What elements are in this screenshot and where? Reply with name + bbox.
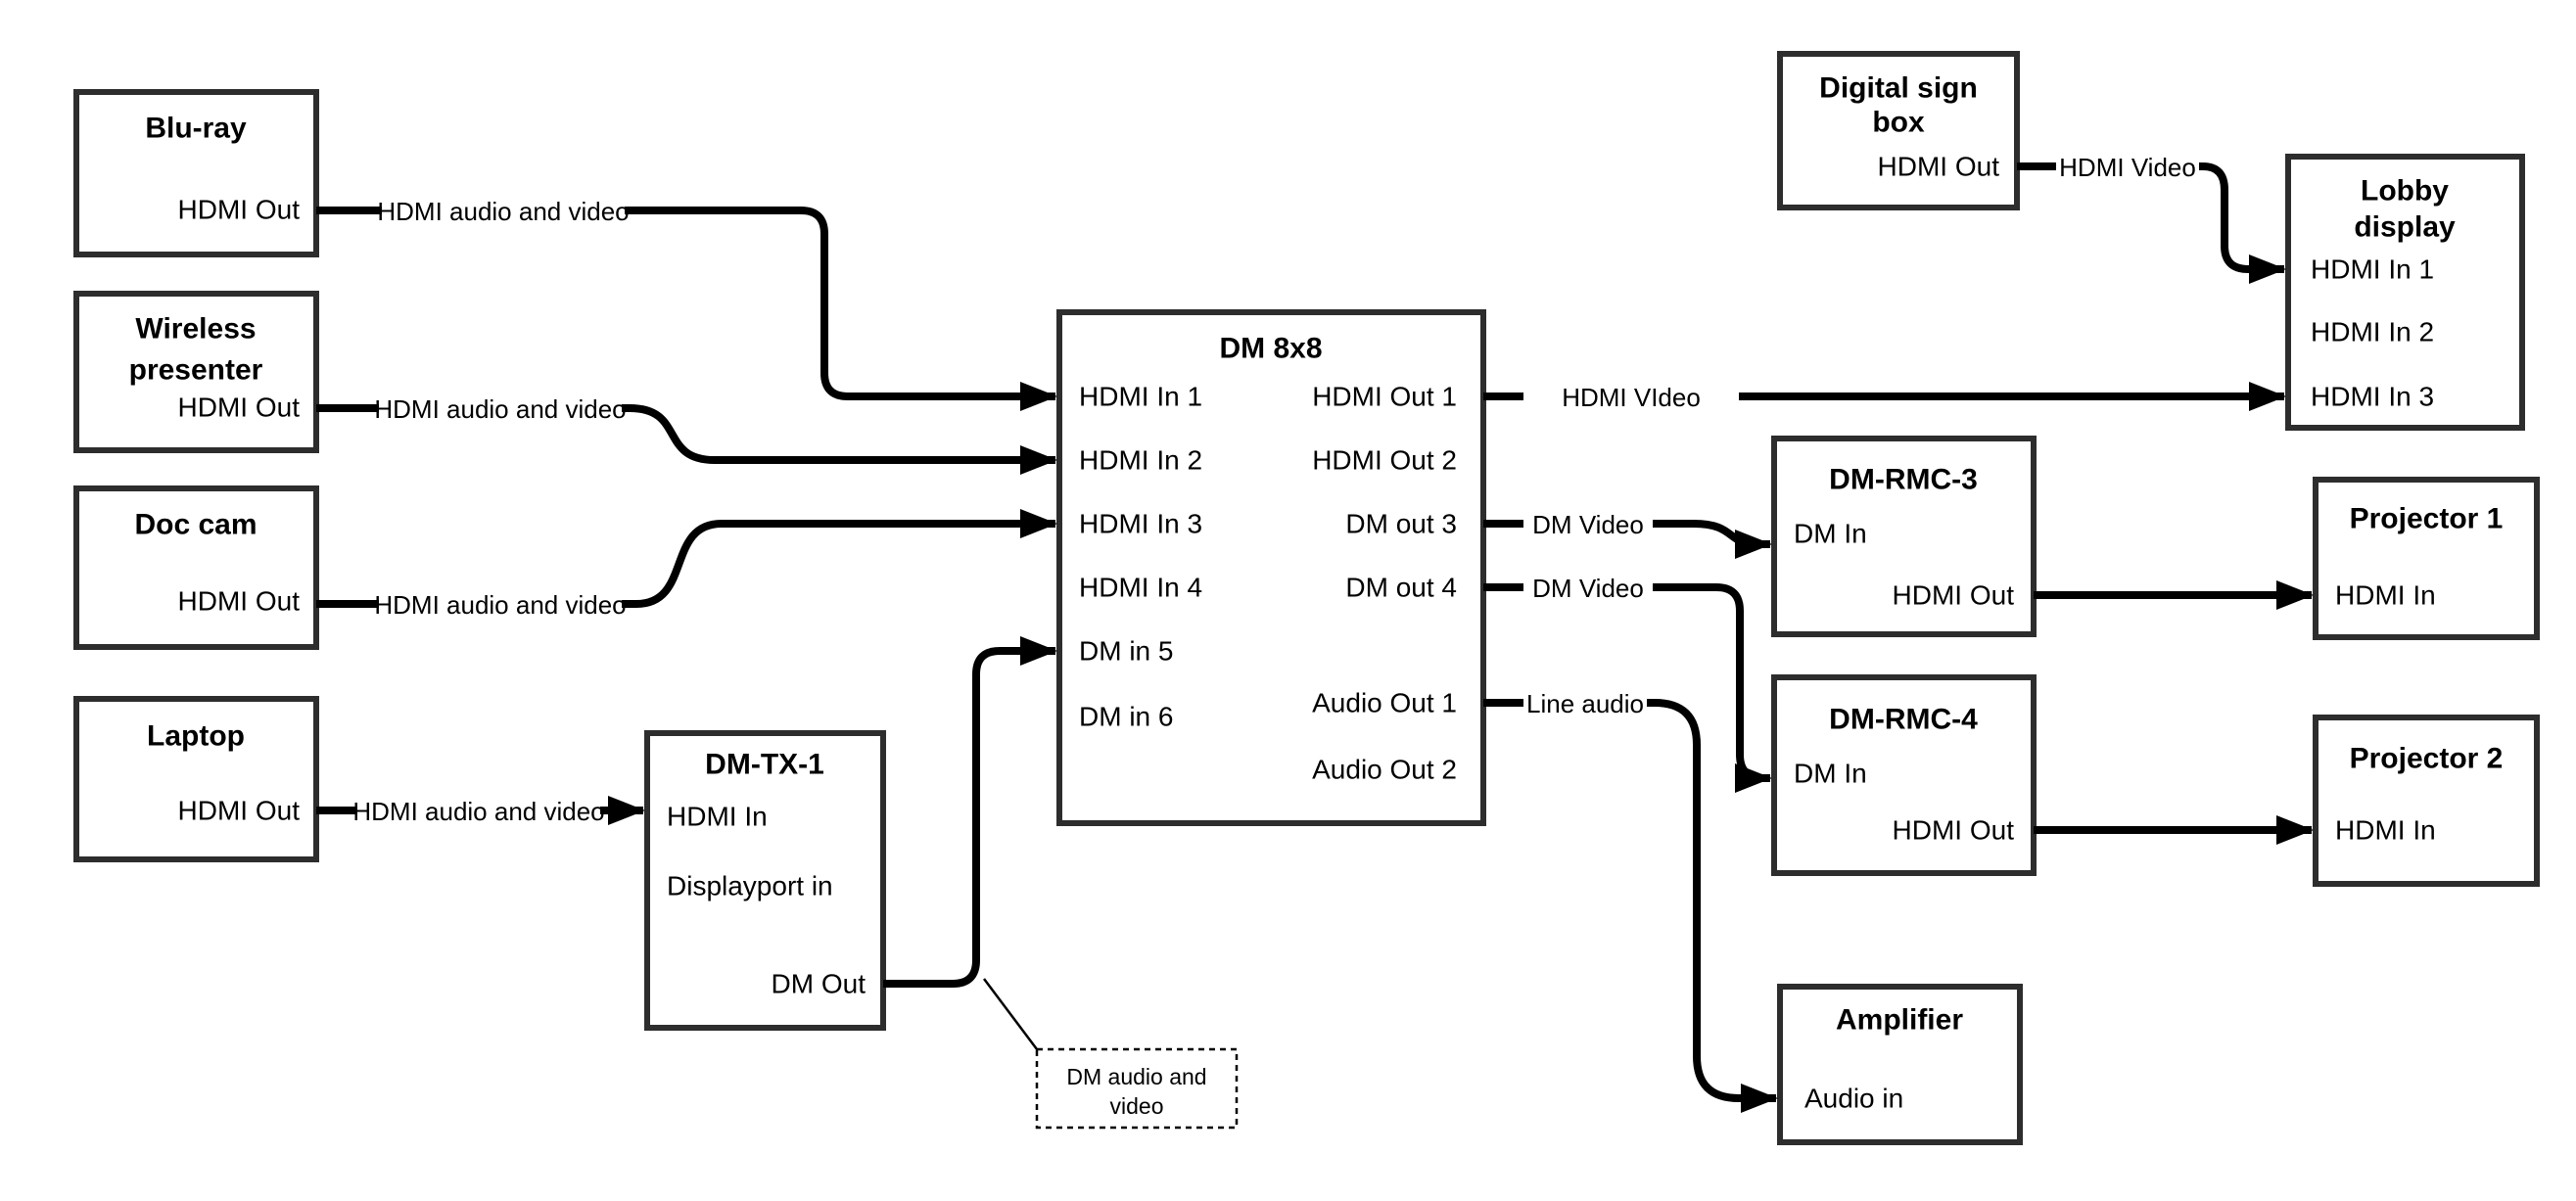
note-dm-audio-video-box xyxy=(1035,1047,1239,1130)
port-dm8x8-dm-in-6: DM in 6 xyxy=(1079,702,1173,732)
edge-label-bg xyxy=(379,392,622,425)
node-title-lobby-line2: display xyxy=(2354,211,2456,244)
edge-label-bg xyxy=(382,194,625,227)
port-lobby-hdmi-in-3: HDMI In 3 xyxy=(2311,382,2434,412)
port-dmtx1-dm-out: DM Out xyxy=(772,969,866,999)
port-dm8x8-hdmi-out-2: HDMI Out 2 xyxy=(1312,445,1457,476)
port-amplifier-audio-in: Audio in xyxy=(1804,1084,1903,1114)
node-title-projector-2: Projector 2 xyxy=(2350,743,2504,775)
node-wireless-presenter xyxy=(73,291,319,453)
node-title-dm-tx-1: DM-TX-1 xyxy=(705,749,824,781)
node-title-wireless-line2: presenter xyxy=(129,354,263,387)
edge-label-hdmi-video-lobby: HDMI VIdeo xyxy=(1562,383,1701,412)
node-title-wireless-line1: Wireless xyxy=(135,313,256,346)
node-dm-8x8 xyxy=(1056,309,1486,826)
port-bluray-hdmi-out: HDMI Out xyxy=(178,195,301,225)
edge-label-bg xyxy=(1523,507,1653,540)
port-doccam-hdmi-out: HDMI Out xyxy=(178,586,301,617)
port-dm8x8-dm-in-5: DM in 5 xyxy=(1079,636,1173,667)
edge-label-dm-video-2: DM Video xyxy=(1532,574,1644,603)
node-title-blu-ray: Blu-ray xyxy=(145,113,247,145)
node-title-lobby-line1: Lobby xyxy=(2361,175,2449,208)
node-title-dm-rmc-4: DM-RMC-4 xyxy=(1829,704,1978,736)
node-projector-2 xyxy=(2313,715,2540,887)
edge-label-bg xyxy=(1523,571,1653,604)
edge-label-bg xyxy=(1523,686,1647,719)
node-dm-rmc-4 xyxy=(1771,674,2037,876)
edge-label-hdmi-audio-video-3: HDMI audio and video xyxy=(374,590,626,620)
port-dmtx1-displayport-in: Displayport in xyxy=(667,871,833,901)
edge-label-dm-video-1: DM Video xyxy=(1532,510,1644,539)
note-dm-audio-video-line2: video xyxy=(1110,1093,1164,1119)
node-dm-tx-1 xyxy=(644,730,886,1031)
edge-label-bg xyxy=(379,587,622,621)
port-rmc4-hdmi-out: HDMI Out xyxy=(1893,815,2015,846)
port-rmc3-dm-in: DM In xyxy=(1794,519,1867,549)
port-laptop-hdmi-out: HDMI Out xyxy=(178,796,301,826)
port-dm8x8-dm-out-4: DM out 4 xyxy=(1345,573,1457,603)
port-projector1-hdmi-in: HDMI In xyxy=(2335,580,2436,611)
port-rmc4-dm-in: DM In xyxy=(1794,759,1867,789)
edge-digitalsign-to-lobby-hdmi-in-1 xyxy=(2017,162,2286,284)
edge-label-bg xyxy=(357,794,600,827)
edge-dmtx1-dmout-to-dm8x8-dm-in-5 xyxy=(883,636,1057,988)
node-dm-rmc-3 xyxy=(1771,436,2037,637)
node-title-digital-sign-line2: box xyxy=(1872,107,1925,139)
note-leader-line xyxy=(983,978,1041,1054)
port-lobby-hdmi-in-1: HDMI In 1 xyxy=(2311,254,2434,285)
port-dm8x8-dm-out-3: DM out 3 xyxy=(1345,509,1457,539)
node-title-dm-rmc-3: DM-RMC-3 xyxy=(1829,464,1978,496)
node-blu-ray xyxy=(73,89,319,257)
node-title-dm-8x8: DM 8x8 xyxy=(1219,333,1322,365)
port-rmc3-hdmi-out: HDMI Out xyxy=(1893,580,2015,611)
edge-wireless-to-dm8x8-hdmi-in-2 xyxy=(316,404,1057,475)
port-dm8x8-audio-out-2: Audio Out 2 xyxy=(1312,755,1457,785)
port-lobby-hdmi-in-2: HDMI In 2 xyxy=(2311,317,2434,347)
edge-doccam-to-dm8x8-hdmi-in-3 xyxy=(316,509,1057,608)
port-dm8x8-hdmi-in-3: HDMI In 3 xyxy=(1079,509,1202,539)
edge-label-hdmi-video-sign: HDMI Video xyxy=(2059,153,2196,182)
node-title-doc-cam: Doc cam xyxy=(134,509,257,541)
node-title-amplifier: Amplifier xyxy=(1836,1004,1963,1037)
edge-label-bg xyxy=(2056,150,2199,183)
port-dm8x8-hdmi-in-2: HDMI In 2 xyxy=(1079,445,1202,476)
port-projector2-hdmi-in: HDMI In xyxy=(2335,815,2436,846)
note-dm-audio-video-line1: DM audio and xyxy=(1066,1064,1206,1089)
edge-label-hdmi-audio-video-1: HDMI audio and video xyxy=(377,197,629,226)
port-dm8x8-hdmi-in-1: HDMI In 1 xyxy=(1079,382,1202,412)
edge-dmout3-to-rmc3-dm-in xyxy=(1483,520,1772,559)
edge-bluray-to-dm8x8-hdmi-in-1 xyxy=(316,207,1057,411)
node-lobby-display xyxy=(2285,154,2525,431)
node-digital-sign-box xyxy=(1777,51,2020,210)
edge-label-hdmi-audio-video-2: HDMI audio and video xyxy=(374,394,626,424)
node-projector-1 xyxy=(2313,477,2540,640)
port-digitalsign-hdmi-out: HDMI Out xyxy=(1878,152,2000,182)
edge-label-bg xyxy=(1523,380,1739,413)
port-dm8x8-audio-out-1: Audio Out 1 xyxy=(1312,688,1457,718)
port-dm8x8-hdmi-in-4: HDMI In 4 xyxy=(1079,573,1202,603)
node-amplifier xyxy=(1777,984,2023,1145)
node-doc-cam xyxy=(73,485,319,650)
node-title-projector-1: Projector 1 xyxy=(2350,503,2504,535)
port-dmtx1-hdmi-in: HDMI In xyxy=(667,802,768,832)
port-wireless-hdmi-out: HDMI Out xyxy=(178,393,301,423)
edge-label-line-audio: Line audio xyxy=(1526,689,1644,718)
node-title-laptop: Laptop xyxy=(147,720,245,753)
edge-audioout1-to-amplifier xyxy=(1483,699,1778,1113)
edge-label-hdmi-audio-video-4: HDMI audio and video xyxy=(352,797,604,826)
edge-dmout4-to-rmc4-dm-in xyxy=(1483,583,1772,793)
node-title-digital-sign-line1: Digital sign xyxy=(1819,72,1978,105)
port-dm8x8-hdmi-out-1: HDMI Out 1 xyxy=(1312,382,1457,412)
node-laptop xyxy=(73,696,319,862)
